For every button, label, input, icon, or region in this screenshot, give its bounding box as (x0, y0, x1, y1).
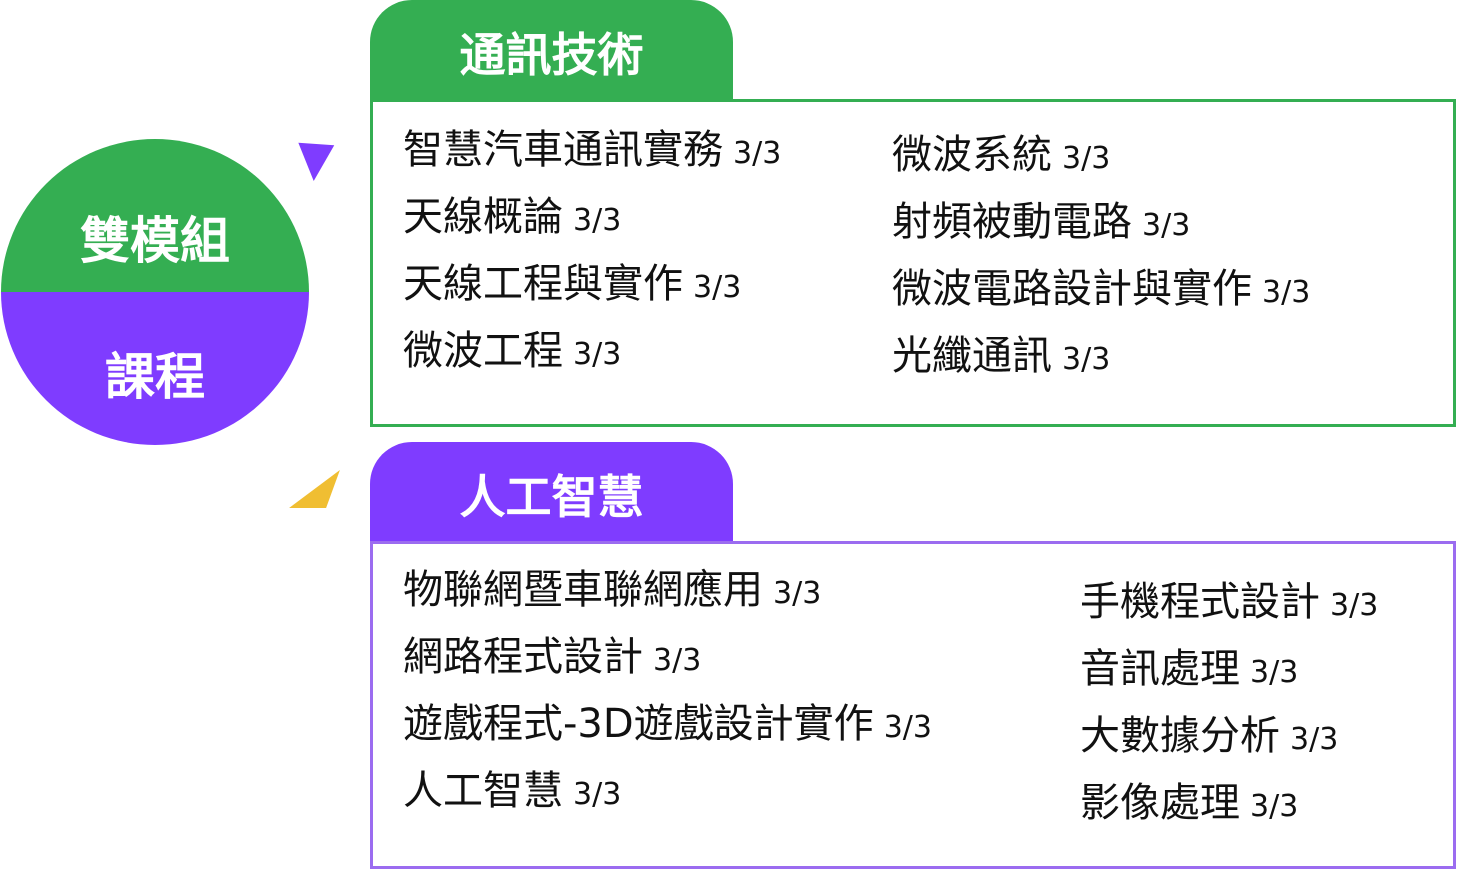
course-item: 遊戲程式-3D遊戲設計實作 3/3 (403, 704, 932, 744)
circle-bottom-half (1, 292, 309, 445)
course-credits: 3/3 (1062, 141, 1111, 176)
group-box-communication (370, 99, 1456, 427)
dual-module-circle: 雙模組 課程 (1, 139, 309, 445)
course-credits: 3/3 (733, 136, 782, 171)
yellow-triangle-decoration (289, 470, 340, 508)
course-item: 人工智慧 3/3 (403, 771, 621, 811)
course-name: 人工智慧 (403, 768, 563, 814)
course-credits: 3/3 (773, 576, 822, 611)
course-item: 天線工程與實作 3/3 (403, 264, 741, 304)
course-name: 遊戲程式-3D遊戲設計實作 (403, 701, 874, 747)
course-name: 網路程式設計 (403, 634, 643, 680)
course-name: 手機程式設計 (1080, 579, 1320, 625)
course-item: 大數據分析 3/3 (1080, 716, 1338, 756)
course-item: 物聯網暨車聯網應用 3/3 (403, 570, 821, 610)
course-item: 光纖通訊 3/3 (892, 336, 1110, 376)
course-name: 音訊處理 (1080, 646, 1240, 692)
course-item: 影像處理 3/3 (1080, 783, 1298, 823)
course-credits: 3/3 (693, 270, 742, 305)
course-item: 微波工程 3/3 (403, 331, 621, 371)
course-name: 微波工程 (403, 328, 563, 374)
course-name: 光纖通訊 (892, 333, 1052, 379)
group-box-ai (370, 541, 1456, 869)
group-tab-ai: 人工智慧 (370, 442, 733, 542)
course-name: 射頻被動電路 (892, 199, 1132, 245)
course-credits: 3/3 (883, 710, 932, 745)
course-name: 影像處理 (1080, 780, 1240, 826)
course-credits: 3/3 (1262, 275, 1311, 310)
course-name: 大數據分析 (1080, 713, 1280, 759)
course-credits: 3/3 (1330, 588, 1379, 623)
course-credits: 3/3 (573, 203, 622, 238)
course-name: 智慧汽車通訊實務 (403, 127, 723, 173)
circle-title-line2: 課程 (105, 348, 205, 406)
course-credits: 3/3 (573, 337, 622, 372)
course-item: 微波系統 3/3 (892, 135, 1110, 175)
course-name: 天線工程與實作 (403, 261, 683, 307)
course-credits: 3/3 (1290, 722, 1339, 757)
course-item: 智慧汽車通訊實務 3/3 (403, 130, 781, 170)
circle-top-half (1, 139, 309, 292)
course-credits: 3/3 (1250, 789, 1299, 824)
course-item: 微波電路設計與實作 3/3 (892, 269, 1310, 309)
purple-triangle-decoration (295, 142, 335, 183)
course-credits: 3/3 (1250, 655, 1299, 690)
course-credits: 3/3 (573, 777, 622, 812)
course-name: 微波電路設計與實作 (892, 266, 1252, 312)
course-item: 射頻被動電路 3/3 (892, 202, 1190, 242)
course-credits: 3/3 (653, 643, 702, 678)
course-item: 天線概論 3/3 (403, 197, 621, 237)
course-credits: 3/3 (1142, 208, 1191, 243)
course-item: 手機程式設計 3/3 (1080, 582, 1378, 622)
course-name: 天線概論 (403, 194, 563, 240)
course-item: 網路程式設計 3/3 (403, 637, 701, 677)
course-credits: 3/3 (1062, 342, 1111, 377)
group-tab-communication: 通訊技術 (370, 0, 733, 100)
course-item: 音訊處理 3/3 (1080, 649, 1298, 689)
course-name: 微波系統 (892, 132, 1052, 178)
circle-title-line1: 雙模組 (80, 212, 230, 270)
course-name: 物聯網暨車聯網應用 (403, 567, 763, 613)
